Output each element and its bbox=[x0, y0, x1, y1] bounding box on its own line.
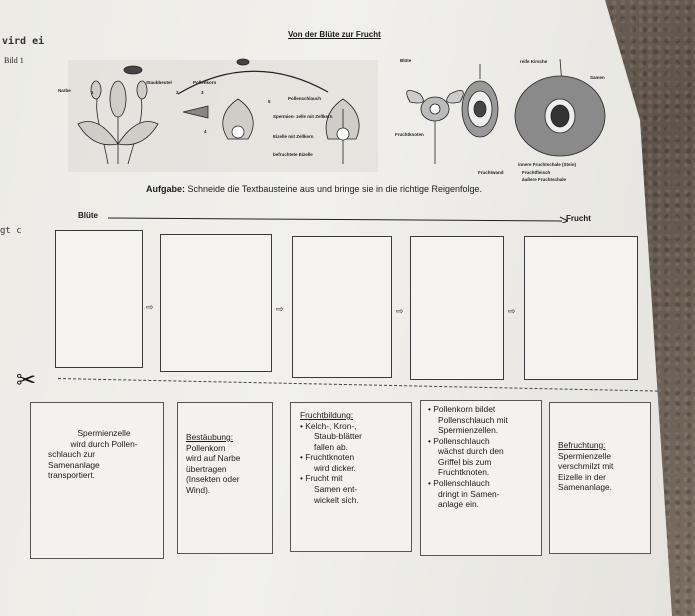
task-label: Aufgabe: bbox=[146, 184, 185, 194]
answer-box-1[interactable] bbox=[55, 230, 143, 368]
text-card-4[interactable]: Pollenkorn bildet Pollenschlauch mit Spe… bbox=[428, 404, 542, 510]
label-number-3: 3 bbox=[201, 90, 204, 95]
answer-box-2[interactable] bbox=[160, 234, 272, 372]
label-fruchtknoten: Fruchtknoten bbox=[395, 132, 424, 137]
answer-box-4[interactable] bbox=[410, 236, 504, 380]
timeline-start-label: Blüte bbox=[78, 211, 98, 220]
label-innere-fruchtschale: innere Fruchtschale (Stein) bbox=[518, 162, 577, 167]
label-pollenschlauch: Pollenschlauch bbox=[288, 96, 321, 101]
text-card-5[interactable]: Befruchtung: Spermienzelle verschmilzt m… bbox=[558, 440, 650, 493]
card-line: fallen ab. bbox=[314, 441, 348, 452]
card-tile-1[interactable] bbox=[30, 402, 164, 559]
card-bullet: Fruchtknoten bbox=[300, 452, 410, 463]
text-card-3[interactable]: Fruchtbildung: Kelch-, Kron-, Staub-blät… bbox=[300, 410, 410, 505]
task-text: Schneide die Textbausteine aus und bring… bbox=[187, 184, 483, 194]
worksheet-title: Von der Blüte zur Frucht bbox=[288, 30, 381, 39]
card-bullet: Kelch-, Kron-, bbox=[300, 421, 410, 432]
card-bullet: Pollenkorn bildet bbox=[428, 404, 542, 415]
order-arrow-1: ⇨ bbox=[146, 302, 154, 312]
card-line: Griffel bis zum bbox=[438, 456, 492, 467]
card-line: (Insekten oder bbox=[186, 474, 240, 485]
label-staubbeutel: Staubbeutel bbox=[146, 80, 172, 85]
card-heading: Fruchtbildung: bbox=[300, 410, 354, 420]
card-line: anlage ein. bbox=[438, 499, 479, 510]
card-line: Spermienzelle bbox=[558, 450, 612, 461]
card-line: Samen ent- bbox=[314, 484, 358, 495]
label-number-4: 4 bbox=[204, 129, 207, 134]
card-line: wird durch Pollen- bbox=[70, 438, 138, 449]
card-bullet: Pollenschlauch bbox=[428, 436, 542, 447]
label-reife-kirsche: reife Kirsche bbox=[520, 59, 548, 64]
label-fruchtwand: Fruchtwand bbox=[478, 170, 504, 175]
card-line: wird dicker. bbox=[314, 462, 356, 473]
label-spermienzelle: Spermien- zelle mit Zellkern bbox=[273, 114, 333, 119]
card-line: Fruchtknoten. bbox=[438, 467, 490, 478]
card-line: Samenanlage bbox=[48, 459, 100, 470]
card-line: Staub-blätter bbox=[314, 431, 362, 442]
label-pollenkorn: Pollenkorn bbox=[193, 80, 217, 85]
card-line: Spermienzellen. bbox=[438, 425, 499, 436]
card-heading: Bestäubung: bbox=[186, 432, 234, 442]
card-line: Pollenschlauch mit bbox=[438, 414, 508, 425]
card-line: wird auf Narbe bbox=[186, 453, 241, 464]
bild-label: Bild 1 bbox=[4, 56, 24, 65]
card-line: wickelt sich. bbox=[314, 494, 359, 505]
card-line: verschmilzt mit bbox=[558, 461, 614, 472]
card-line: transportiert. bbox=[48, 470, 96, 481]
text-card-1[interactable]: Spermienzelle wird durch Pollen- schlauc… bbox=[48, 428, 160, 481]
card-line: Spermienzelle bbox=[77, 428, 131, 438]
card-line: Samenanlage. bbox=[558, 482, 613, 493]
card-line: Pollenkorn bbox=[186, 442, 226, 453]
order-arrow-2: ⇨ bbox=[276, 304, 284, 314]
label-aeussere-fruchtschale: äußere Fruchtschale bbox=[522, 177, 567, 182]
label-eizelle: Eizelle mit Zellkern bbox=[273, 134, 314, 139]
card-line: Wind). bbox=[186, 484, 211, 495]
card-line: Eizelle in der bbox=[558, 471, 606, 482]
card-line: dringt in Samen- bbox=[438, 488, 500, 499]
label-befruchtete-eizelle: befruchtete Eizelle bbox=[273, 152, 313, 157]
order-arrow-3: ⇨ bbox=[396, 306, 404, 316]
pollination-diagram: Narbe Staubbeutel Pollenkorn Pollenschla… bbox=[58, 58, 378, 172]
label-number-1: 1 bbox=[91, 90, 94, 95]
card-bullet: Pollenschlauch bbox=[428, 478, 542, 489]
answer-box-3[interactable] bbox=[292, 236, 392, 378]
card-bullet: Frucht mit bbox=[300, 473, 410, 484]
text-card-2[interactable]: Bestäubung: Pollenkorn wird auf Narbe üb… bbox=[186, 432, 272, 495]
timeline-arrow bbox=[108, 216, 568, 223]
left-edge-fragment: vird ei bbox=[2, 36, 45, 47]
card-tile-5[interactable] bbox=[549, 402, 651, 554]
label-number-2: 2 bbox=[176, 90, 179, 95]
left-edge-fragment-2: gt c bbox=[0, 226, 22, 236]
card-tile-2[interactable] bbox=[177, 402, 273, 554]
answer-box-5[interactable] bbox=[524, 236, 638, 380]
card-line: übertragen bbox=[186, 463, 227, 474]
label-narbe: Narbe bbox=[58, 88, 71, 93]
card-line: schlauch zur bbox=[48, 449, 96, 460]
label-bluete: Blüte bbox=[400, 58, 412, 63]
order-arrow-4: ⇨ bbox=[508, 306, 516, 316]
task-instruction: Aufgabe: Schneide die Textbausteine aus … bbox=[146, 184, 482, 194]
label-fruchtfleisch: Fruchtfleisch bbox=[522, 170, 551, 175]
cherry-diagram: Blüte Fruchtknoten reife Kirsche Samen i… bbox=[395, 58, 606, 182]
timeline-end-label: Frucht bbox=[566, 214, 591, 223]
label-samen: Samen bbox=[590, 75, 605, 80]
card-line: wächst durch den bbox=[438, 446, 504, 457]
label-number-5: 5 bbox=[268, 99, 271, 104]
scissors-icon: ✂ bbox=[16, 367, 37, 394]
card-heading: Befruchtung: bbox=[558, 440, 606, 450]
